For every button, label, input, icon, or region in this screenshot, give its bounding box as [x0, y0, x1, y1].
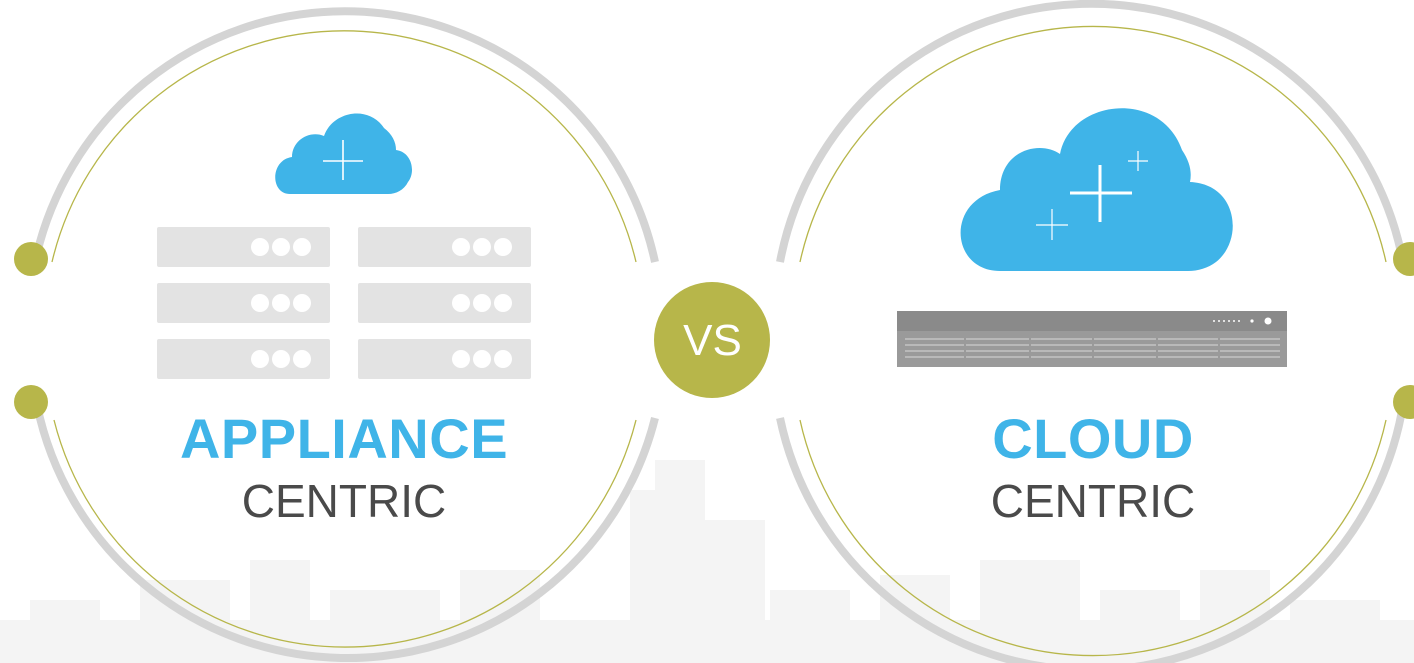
left-circle — [14, 7, 659, 662]
left-title: APPLIANCE — [179, 407, 509, 470]
right-circle — [776, 0, 1414, 663]
cloud-plus-icon — [275, 113, 412, 194]
left-subtitle: CENTRIC — [241, 475, 447, 527]
appliance-led-dots — [1213, 317, 1272, 325]
vs-badge — [654, 282, 770, 398]
cloud-plus-icon — [960, 108, 1233, 271]
network-appliance-icon — [897, 311, 1287, 367]
server-rack-icon — [157, 227, 531, 379]
skyline-silhouette — [0, 460, 1414, 663]
right-title: CLOUD — [992, 407, 1194, 470]
vs-label: VS — [683, 316, 742, 365]
right-bottom-node — [1393, 385, 1414, 419]
right-top-node — [1393, 242, 1414, 276]
left-top-node — [14, 242, 48, 276]
server-status-dots — [251, 238, 512, 368]
right-subtitle: CENTRIC — [990, 475, 1196, 527]
left-bottom-node — [14, 385, 48, 419]
